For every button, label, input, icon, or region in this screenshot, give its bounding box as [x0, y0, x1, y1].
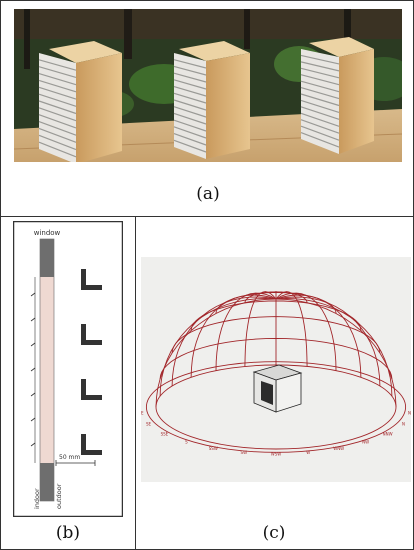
compass-label: NNE [408, 411, 411, 416]
compass-label: N [402, 422, 405, 427]
panel-c-caption: (c) [262, 523, 286, 543]
panel-c: NNE N NNW NW WNW W WSW SW SSW S SSE SE ESE (c) [136, 217, 413, 549]
compass-label: NNW [383, 431, 393, 436]
window-label: window [34, 229, 61, 237]
compass-label: S [185, 440, 188, 445]
sample-box-3 [301, 37, 374, 154]
compass-label: WSW [271, 451, 281, 456]
compass-label: NW [362, 440, 369, 445]
divider-horizontal [1, 216, 413, 217]
panel-c-render: NNE N NNW NW WNW W WSW SW SSW S SSE SE ESE [141, 257, 411, 482]
compass-label: WNW [333, 446, 344, 451]
panel-b-caption: (b) [55, 523, 81, 543]
compass-label: SE [146, 422, 152, 427]
panel-a-photo [14, 9, 402, 162]
indoor-label: indoor [33, 488, 41, 509]
outdoor-label: outdoor [55, 483, 63, 509]
scale-label: 50 mm [59, 454, 80, 461]
tick-marks [30, 292, 36, 447]
panel-b: 50 mm window indoor outdoor (b) [1, 217, 135, 549]
divider-vertical [135, 216, 136, 549]
compass-label: W [306, 450, 310, 455]
bracket-shapes [81, 269, 102, 455]
compass-label: SSE [161, 431, 169, 436]
compass-label: SW [241, 450, 248, 455]
panel-b-diagram: 50 mm window indoor outdoor [13, 221, 123, 517]
bottom-block [40, 463, 54, 501]
top-block [40, 239, 54, 277]
vertical-channel [39, 238, 55, 502]
compass-label: SSW [209, 446, 218, 451]
panel-a: (a) [1, 1, 413, 216]
sample-box-2 [174, 41, 250, 159]
test-cube [252, 364, 303, 413]
sample-box-1 [39, 41, 122, 162]
compass-label: ESE [141, 411, 144, 416]
panel-a-caption: (a) [196, 184, 220, 204]
